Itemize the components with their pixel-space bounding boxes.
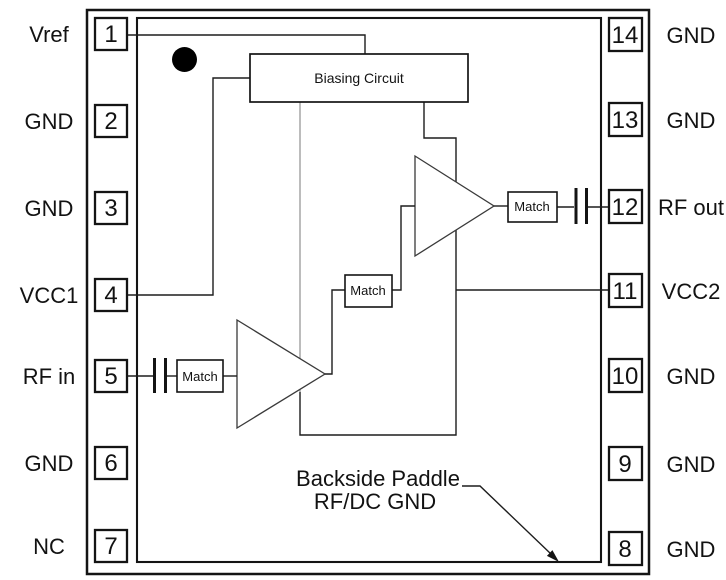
backside-paddle-annotation: Backside Paddle RF/DC GND — [296, 466, 559, 562]
interstage-match-label: Match — [350, 283, 385, 298]
input-match-label: Match — [182, 369, 217, 384]
pin-number: 9 — [618, 451, 631, 478]
output-match-label: Match — [514, 199, 549, 214]
pin-box — [93, 528, 129, 564]
pin-label: RF in — [23, 364, 76, 389]
pin-box — [607, 188, 644, 225]
biasing-circuit-block: Biasing Circuit — [249, 53, 469, 103]
interstage-match-box — [344, 274, 393, 308]
stage1-output-wire — [325, 289, 345, 375]
pin-box — [93, 277, 129, 313]
pin-number: 10 — [612, 363, 639, 390]
pin-box — [93, 190, 129, 226]
pin-box — [607, 272, 644, 309]
pin-left-4: 4 VCC1 — [20, 277, 129, 313]
pin-number: 4 — [104, 282, 117, 309]
pin-number: 5 — [104, 363, 117, 390]
annotation-line1: Backside Paddle — [296, 466, 460, 491]
input-dc-block-capacitor — [153, 358, 167, 393]
annotation-arrowhead-icon — [546, 550, 559, 562]
pin-number: 8 — [618, 536, 631, 563]
interstage-wire — [392, 205, 415, 291]
pin-number: 12 — [612, 194, 639, 221]
pin-left-6: 6 GND — [25, 445, 129, 481]
output-dc-block-capacitor — [574, 188, 588, 224]
pin-right-14: 14 GND — [607, 16, 716, 53]
pin-number: 13 — [612, 107, 639, 134]
biasing-circuit-label: Biasing Circuit — [314, 70, 404, 86]
pin-number: 14 — [612, 22, 639, 49]
pin-left-5: 5 RF in — [23, 358, 129, 394]
pin-label: VCC1 — [20, 283, 79, 308]
pin-box — [93, 358, 129, 394]
pin-right-9: 9 GND — [607, 445, 716, 482]
pin-right-12: 12 RF out — [607, 188, 724, 225]
pin-label: VCC2 — [662, 279, 721, 304]
pin-box — [607, 445, 644, 482]
annotation-line2: RF/DC GND — [314, 489, 436, 514]
biasing-circuit-box — [249, 53, 469, 103]
output-match-block: Match — [507, 191, 558, 223]
amplifier-stage1-triangle — [236, 318, 327, 430]
pin-right-11: 11 VCC2 — [607, 272, 721, 309]
output-match-box — [507, 191, 558, 223]
pin-box — [607, 101, 644, 138]
pin-number: 2 — [104, 108, 117, 135]
pin-number: 11 — [613, 278, 638, 305]
pin-box — [607, 357, 644, 394]
pin-label: Vref — [29, 22, 69, 47]
bias-feed-wire — [299, 102, 457, 436]
pin-label: NC — [33, 534, 65, 559]
pin-right-8: 8 GND — [607, 530, 716, 567]
input-match-box — [176, 359, 224, 393]
pin-left-3: 3 GND — [25, 190, 129, 226]
pin-label: GND — [25, 451, 74, 476]
pin-box — [607, 530, 644, 567]
pin-number: 3 — [104, 195, 117, 222]
pin-right-10: 10 GND — [607, 357, 716, 394]
pin-right-13: 13 GND — [607, 101, 716, 138]
pin-number: 6 — [104, 450, 117, 477]
pin-left-2: 2 GND — [25, 103, 129, 139]
annotation-leader-line — [462, 485, 552, 555]
pin-label: GND — [25, 196, 74, 221]
pin-box — [93, 103, 129, 139]
pin-label: GND — [25, 109, 74, 134]
pin-label: GND — [667, 537, 716, 562]
pin-number: 1 — [104, 21, 117, 48]
pin-box — [93, 445, 129, 481]
pin-number: 7 — [104, 533, 117, 560]
pin-label: GND — [667, 364, 716, 389]
pin1-marker-dot — [172, 47, 197, 72]
pin-left-7: 7 NC — [33, 528, 129, 564]
pin-label: RF out — [658, 195, 724, 220]
input-match-block: Match — [176, 359, 224, 393]
vref-wire — [127, 34, 366, 54]
pin-label: GND — [667, 452, 716, 477]
pin-box — [607, 16, 644, 53]
interstage-match-block: Match — [344, 274, 393, 308]
pin-left-1: 1 Vref — [29, 16, 129, 52]
pin-label: GND — [667, 23, 716, 48]
pin-box — [93, 16, 129, 52]
pin-label: GND — [667, 108, 716, 133]
vcc1-wire — [127, 77, 250, 296]
